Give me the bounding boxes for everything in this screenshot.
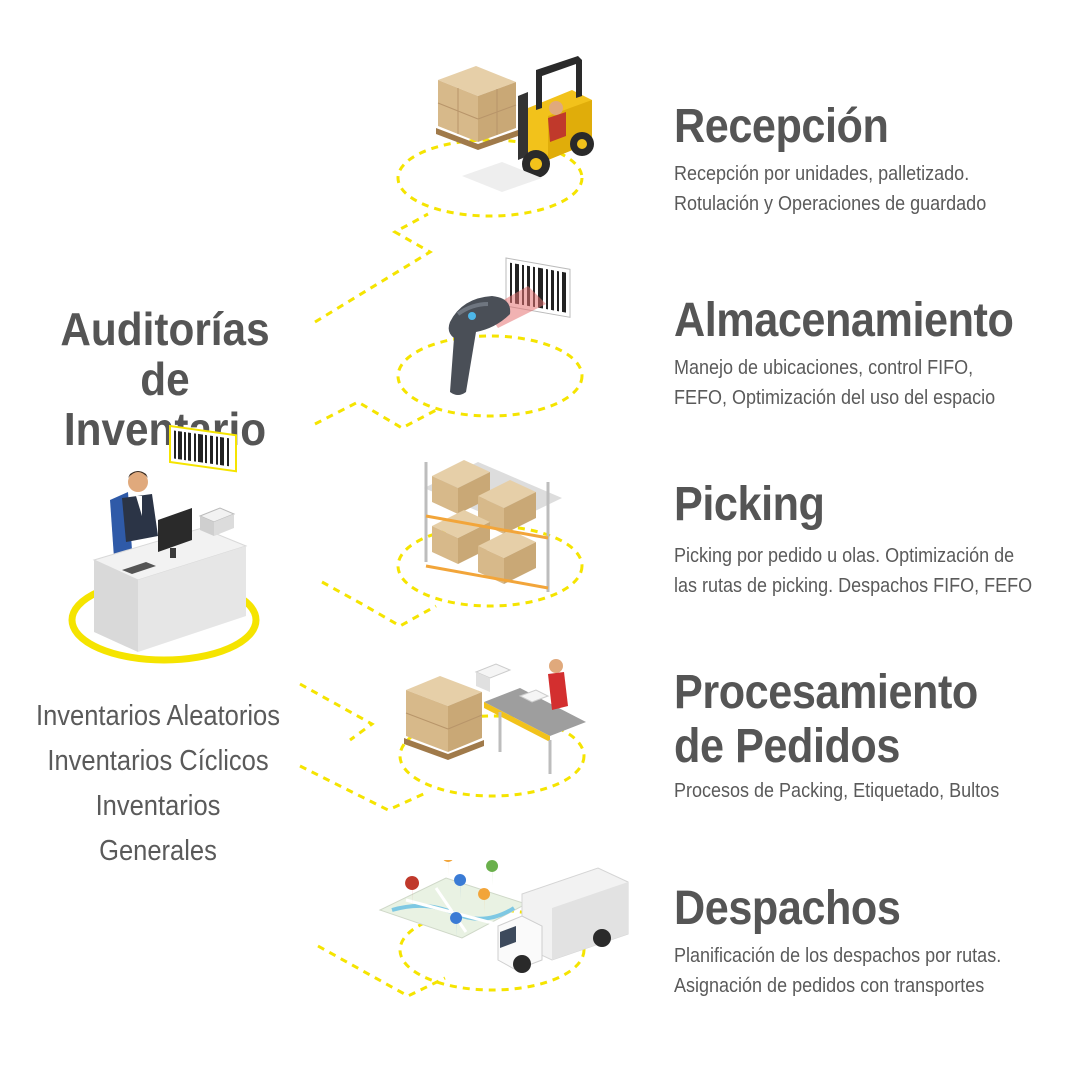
stage-desc-despachos-line-2: Asignación de pedidos con transportes bbox=[674, 975, 985, 997]
stage-desc-pedidos: Procesos de Packing, Etiquetado, Bultos bbox=[674, 776, 999, 806]
stage-desc-recepcion-line-1: Recepción por unidades, palletizado. bbox=[674, 163, 970, 185]
stage-desc-recepcion-line-2: Rotulación y Operaciones de guardado bbox=[674, 193, 987, 215]
stage-title-despachos: Despachos bbox=[674, 882, 901, 936]
stage-desc-picking: Picking por pedido u olas. Optimización … bbox=[674, 541, 1032, 601]
warehouse-rack-icon bbox=[424, 460, 562, 592]
audit-title-line-1: Auditorías bbox=[60, 303, 270, 355]
stage-desc-picking-line-2: las rutas de picking. Despachos FIFO, FE… bbox=[674, 575, 1033, 597]
conveyor-packing-icon bbox=[404, 659, 586, 774]
audit-type-ciclicos: Inventarios Cíclicos bbox=[47, 745, 269, 777]
connector-picking bbox=[321, 580, 437, 628]
ring-pedidos bbox=[398, 714, 586, 798]
stage-title-picking: Picking bbox=[674, 478, 825, 532]
forklift-icon bbox=[436, 56, 594, 192]
stage-title-recepcion: Recepción bbox=[674, 100, 889, 154]
connector-pedidos-upper bbox=[299, 682, 375, 742]
stage-desc-picking-line-1: Picking por pedido u olas. Optimización … bbox=[674, 545, 1015, 567]
ring-recepcion bbox=[396, 138, 584, 218]
audit-title-line-2: de Inventario bbox=[63, 353, 267, 455]
stage-desc-almacenamiento-line-1: Manejo de ubicaciones, control FIFO, bbox=[674, 357, 974, 379]
stage-title-almacenamiento: Almacenamiento bbox=[674, 294, 1014, 348]
stage-desc-almacenamiento-line-2: FEFO, Optimización del uso del espacio bbox=[674, 387, 996, 409]
connector-almacenamiento bbox=[314, 400, 441, 430]
connector-pedidos-lower bbox=[299, 764, 429, 812]
ring-picking bbox=[396, 524, 584, 608]
delivery-truck-map-icon bbox=[378, 860, 629, 973]
connector-despachos bbox=[317, 944, 446, 998]
stage-title-pedidos: Procesamiento de Pedidos bbox=[674, 666, 978, 774]
ring-almacenamiento bbox=[396, 334, 584, 418]
desk-worker-barcode-icon bbox=[68, 424, 260, 664]
stage-title-pedidos-line-2: de Pedidos bbox=[674, 720, 900, 773]
audit-title: Auditorías de Inventario bbox=[41, 304, 289, 454]
stage-desc-recepcion: Recepción por unidades, palletizado. Rot… bbox=[674, 159, 986, 219]
ring-despachos bbox=[398, 908, 586, 992]
stage-title-pedidos-line-1: Procesamiento bbox=[674, 666, 978, 719]
audit-type-aleatorios: Inventarios Aleatorios bbox=[35, 700, 281, 732]
connector-recepcion bbox=[314, 212, 433, 324]
stage-desc-almacenamiento: Manejo de ubicaciones, control FIFO, FEF… bbox=[674, 353, 995, 413]
stage-desc-despachos: Planificación de los despachos por rutas… bbox=[674, 941, 1001, 1001]
barcode-scanner-icon bbox=[448, 257, 571, 395]
stage-title-almacenamiento-line-1: Almacenamiento bbox=[674, 294, 1014, 347]
audit-type-generales: Inventarios Generales bbox=[95, 790, 221, 867]
stage-title-recepcion-line-1: Recepción bbox=[674, 100, 889, 153]
stage-title-picking-line-1: Picking bbox=[674, 478, 825, 531]
audit-types-list: Inventarios Aleatorios Inventarios Cícli… bbox=[35, 694, 281, 874]
stage-title-despachos-line-1: Despachos bbox=[674, 882, 901, 935]
stage-desc-despachos-line-1: Planificación de los despachos por rutas… bbox=[674, 945, 1002, 967]
stage-desc-pedidos-line-1: Procesos de Packing, Etiquetado, Bultos bbox=[674, 780, 1000, 802]
